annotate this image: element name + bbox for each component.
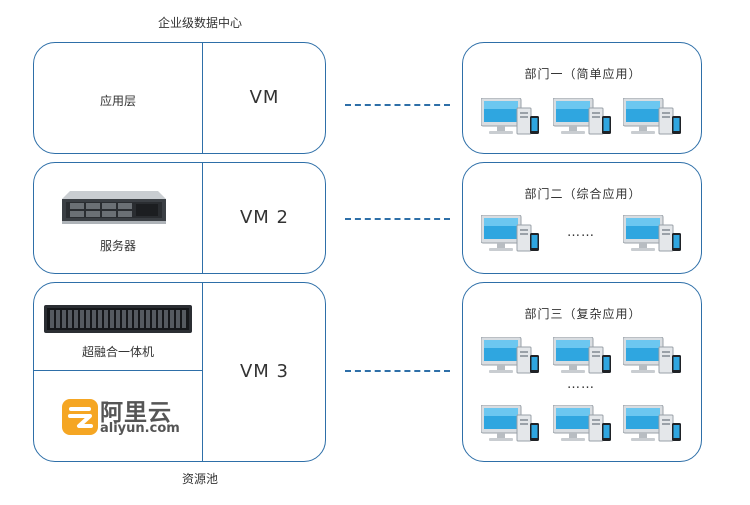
dept1-box: 部门一（简单应用） [462,42,702,154]
workstation-icon [552,336,611,377]
app-layer-box: 应用层 VM [33,42,326,154]
vm3-label: VM 3 [239,361,290,382]
connector-3 [345,370,450,372]
dept3-box: 部门三（复杂应用） …… [462,282,702,462]
aliyun-logo: 阿里云 aliyun.com [62,395,192,439]
app-layer-label: 应用层 [99,94,136,108]
dept2-title: 部门二（综合应用） [524,187,642,201]
vm1-label: VM [249,87,280,108]
hyperconverged-appliance-image [44,305,192,333]
workstation-icon [622,336,681,377]
workstation-icon [622,214,681,255]
dept1-title: 部门一（简单应用） [524,67,642,81]
resource-pool-box: 超融合一体机 阿里云 aliyun.com VM 3 [33,282,326,462]
workstation-icon [552,404,611,445]
dept2-box: 部门二（综合应用） …… [462,162,702,274]
aliyun-logo-name: 阿里云 [100,400,172,426]
resource-pool-label: 资源池 [181,472,218,486]
hyperconverged-label: 超融合一体机 [81,345,154,359]
dept3-title: 部门三（复杂应用） [524,307,642,321]
connector-1 [345,104,450,106]
ellipsis: …… [567,225,595,240]
aliyun-logo-domain: aliyun.com [100,421,180,436]
connector-2 [345,218,450,220]
vm2-label: VM 2 [239,207,290,228]
workstation-icon [480,97,539,138]
workstation-icon [480,336,539,377]
workstation-icon [552,97,611,138]
server-box: 服务器 VM 2 [33,162,326,274]
workstation-icon [622,404,681,445]
top-title: 企业级数据中心 [157,16,242,30]
workstation-icon [480,214,539,255]
workstation-icon [480,404,539,445]
ellipsis: …… [567,377,595,392]
rack-server-image [62,191,166,224]
aliyun-logo-icon [62,399,98,435]
workstation-icon [622,97,681,138]
server-label: 服务器 [99,239,136,253]
